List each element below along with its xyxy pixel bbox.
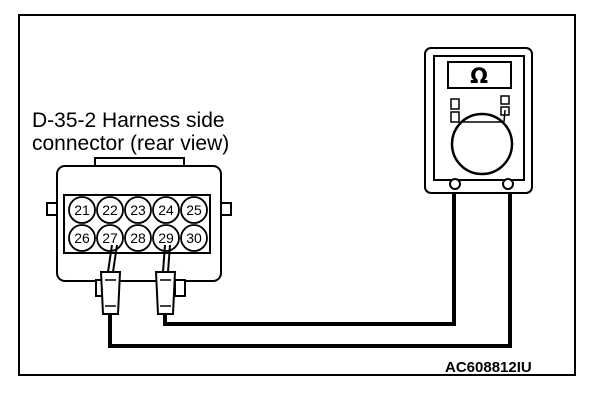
probe-pin27: [99, 244, 122, 315]
pin-26-cell: [68, 224, 96, 252]
ohmmeter: Ω: [424, 47, 533, 194]
connector-label-line2: connector (rear view): [32, 132, 230, 155]
pin-22-cell: [96, 196, 124, 224]
pin-27-label: 27: [102, 230, 118, 246]
pin-22-label: 22: [102, 202, 118, 218]
pin-28-label: 28: [130, 230, 146, 246]
pin-21-label: 21: [74, 202, 90, 218]
pin-21-cell: [68, 196, 96, 224]
pin-30-label: 30: [186, 230, 202, 246]
pin-23-label: 23: [130, 202, 146, 218]
pin-23-cell: [124, 196, 152, 224]
pin-24-label: 24: [158, 202, 174, 218]
pin-30-cell: [180, 224, 208, 252]
pin-29-cell: [152, 224, 180, 252]
connector-label-line1: D-35-2 Harness side: [32, 109, 225, 132]
pin-row-top: 21 22 23 24 25: [68, 196, 208, 224]
meter-display: Ω: [470, 64, 488, 88]
pin-25-label: 25: [186, 202, 202, 218]
pin-row-bottom: 26 27 28 29 30: [68, 224, 208, 252]
pin-29-label: 29: [158, 230, 174, 246]
pin-25-cell: [180, 196, 208, 224]
pin-26-label: 26: [74, 230, 90, 246]
pin-28-cell: [124, 224, 152, 252]
figure-code: AC608812IU: [445, 359, 532, 376]
lead-wire-pin27: [108, 184, 512, 348]
pin-27-cell: [96, 224, 124, 252]
pin-24-cell: [152, 196, 180, 224]
probe-pin29: [154, 244, 177, 315]
